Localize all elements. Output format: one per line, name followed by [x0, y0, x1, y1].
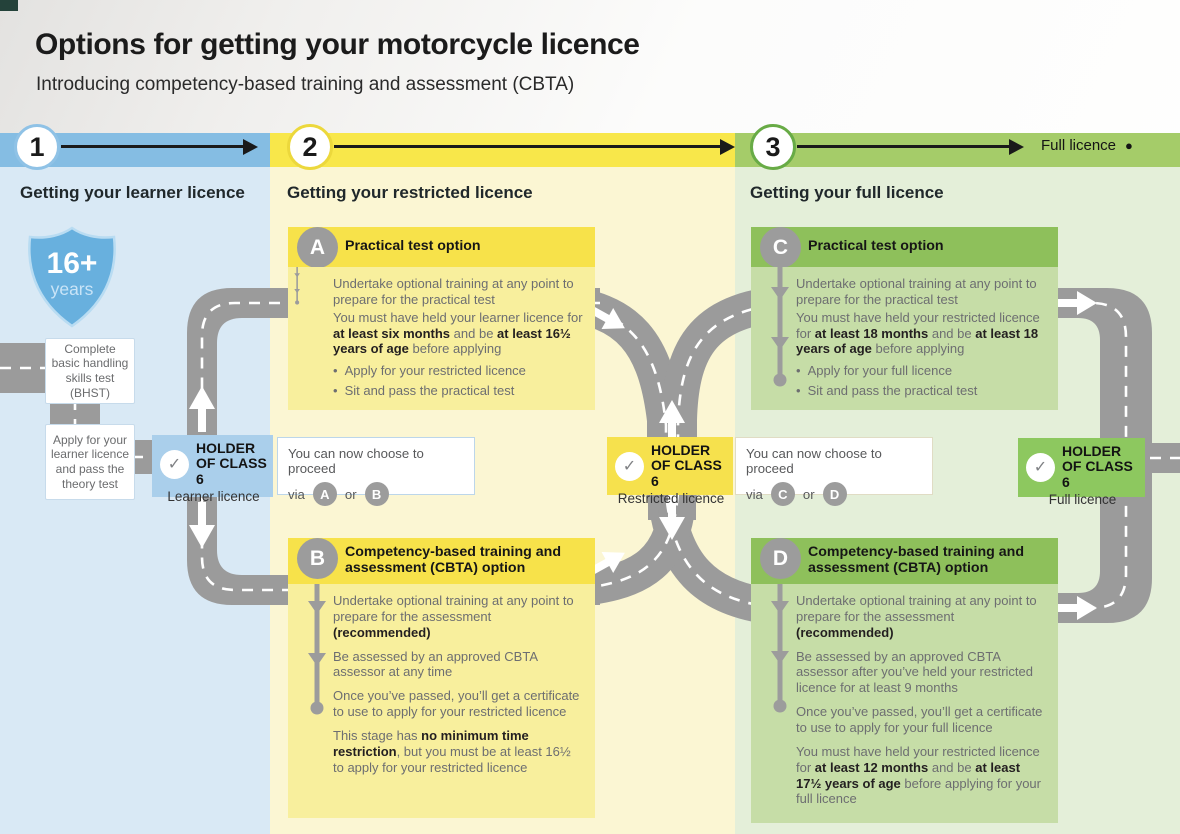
option-step: Once you’ve passed, you’ll get a certifi… — [796, 704, 1043, 736]
step-sequence-line — [294, 267, 300, 305]
option-b-icon: B — [364, 482, 389, 506]
bullet-item: Sit and pass the practical test — [796, 383, 1046, 399]
holder-subtitle: Learner licence — [167, 489, 260, 505]
full-licence-endpoint: Full licence ● — [1041, 137, 1133, 154]
via-label: via — [746, 486, 763, 502]
step-number-1: 1 — [14, 124, 60, 170]
check-icon: ✓ — [160, 449, 189, 479]
option-step: Be assessed by an approved CBTA assessor… — [796, 648, 1033, 696]
choose-a-or-b-box: You can now choose to proceed via A or B — [277, 437, 475, 506]
option-title: Practical test option — [808, 238, 944, 255]
option-a-icon: A — [312, 482, 337, 506]
band-stage3 — [735, 133, 1180, 167]
check-icon: ✓ — [615, 451, 644, 481]
via-label: via — [288, 486, 305, 502]
heading-full: Getting your full licence — [750, 183, 944, 202]
bullet-item: Sit and pass the practical test — [333, 383, 583, 399]
page-title: Options for getting your motorcycle lice… — [35, 28, 640, 61]
heading-learner: Getting your learner licence — [20, 183, 245, 202]
option-box-d: D Competency-based training and assessme… — [751, 538, 1058, 823]
bullet-item: Apply for your restricted licence — [333, 363, 583, 379]
or-label: or — [802, 486, 815, 502]
option-step: You must have held your restricted licen… — [796, 743, 1041, 807]
timeline-arrow-3 — [797, 145, 1009, 148]
bhst-box: Complete basic handling skills test (BHS… — [45, 338, 135, 404]
or-label: or — [344, 486, 357, 502]
option-step: Undertake optional training at any point… — [333, 593, 574, 640]
choose-c-or-d-box: You can now choose to proceed via C or D — [735, 437, 933, 506]
step-sequence-line — [771, 584, 789, 713]
shield-age-text: 16+ — [47, 247, 98, 280]
endpoint-dot-icon: ● — [1125, 138, 1133, 153]
option-step: Undertake optional training at any point… — [333, 276, 574, 307]
option-step: Be assessed by an approved CBTA assessor… — [333, 648, 538, 680]
option-d-icon: D — [822, 482, 847, 506]
option-letter-c: C — [760, 227, 801, 268]
page-subtitle: Introducing competency-based training an… — [36, 74, 575, 95]
option-step: You must have held your restricted licen… — [796, 309, 1040, 357]
option-bullets: Apply for your full licence Sit and pass… — [796, 363, 1046, 399]
option-letter-a: A — [297, 227, 338, 268]
option-step: Once you’ve passed, you’ll get a certifi… — [333, 688, 580, 720]
timeline-arrowhead-3 — [1009, 138, 1024, 155]
choose-text: You can now choose to proceed — [746, 446, 882, 476]
age-shield-icon: 16+ years — [28, 226, 116, 328]
step-number-2: 2 — [287, 124, 333, 170]
step-sequence-line — [308, 584, 326, 715]
option-box-a: A Practical test option Undertake option… — [288, 227, 595, 410]
option-letter-b: B — [297, 538, 338, 579]
option-step: Undertake optional training at any point… — [796, 593, 1037, 640]
heading-restricted: Getting your restricted licence — [287, 183, 533, 202]
band-stage2 — [270, 133, 735, 167]
step-sequence-line — [771, 267, 789, 387]
holder-subtitle: Restricted licence — [617, 491, 725, 507]
option-step: You must have held your learner licence … — [333, 309, 583, 357]
timeline-arrowhead-2 — [720, 138, 735, 155]
option-title: Competency-based training and assessment… — [808, 544, 1024, 576]
shield-years-text: years — [51, 279, 94, 299]
timeline-arrowhead-1 — [243, 138, 258, 155]
option-letter-d: D — [760, 538, 801, 579]
option-title: Competency-based training and assessment… — [345, 544, 561, 576]
check-icon: ✓ — [1026, 452, 1055, 482]
option-bullets: Apply for your restricted licence Sit an… — [333, 363, 583, 399]
option-step: Undertake optional training at any point… — [796, 276, 1037, 307]
option-c-icon: C — [770, 482, 795, 506]
timeline-arrow-2 — [334, 145, 720, 148]
choose-text: You can now choose to proceed — [288, 446, 424, 476]
bullet-item: Apply for your full licence — [796, 363, 1046, 379]
holder-subtitle: Full licence — [1048, 492, 1117, 508]
option-step: This stage has no minimum time restricti… — [333, 728, 571, 775]
full-licence-label: Full licence — [1041, 137, 1117, 154]
option-box-b: B Competency-based training and assessme… — [288, 538, 595, 818]
corner-mark — [0, 0, 18, 11]
option-box-c: C Practical test option Undertake option… — [751, 227, 1058, 410]
step-number-3: 3 — [750, 124, 796, 170]
option-title: Practical test option — [345, 238, 481, 255]
timeline-arrow-1 — [61, 145, 243, 148]
apply-learner-box: Apply for your learner licence and pass … — [45, 424, 135, 500]
